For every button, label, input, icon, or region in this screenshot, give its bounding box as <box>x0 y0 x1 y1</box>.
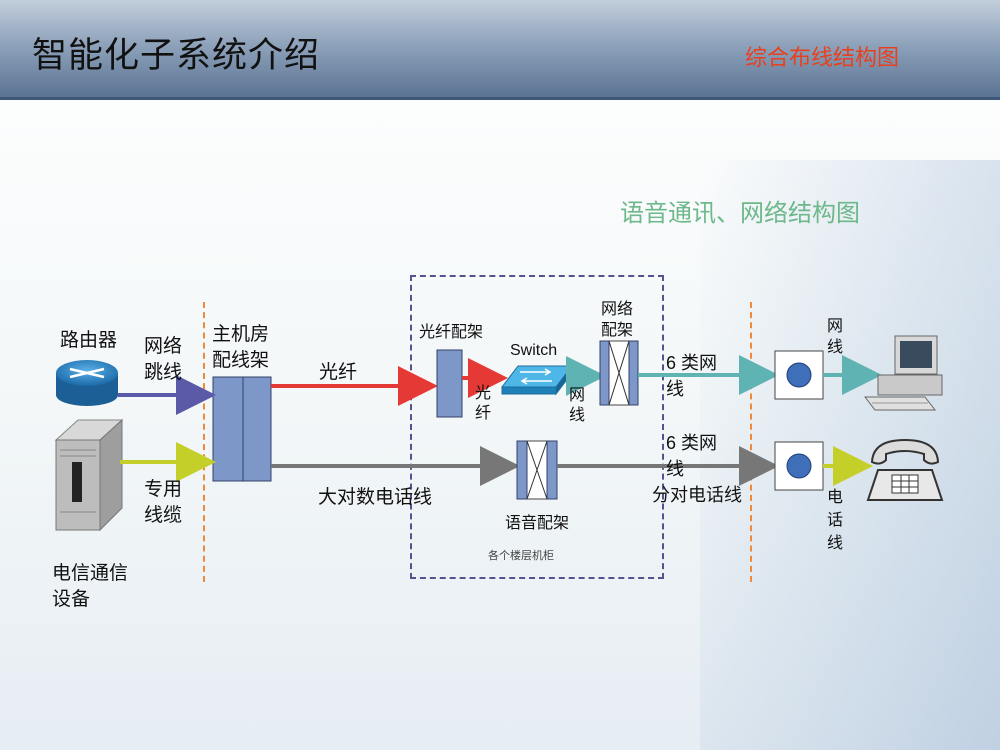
header-divider <box>0 97 1000 100</box>
fiber-panel <box>436 349 463 418</box>
cat6-bottom-label: 6 类网线 <box>666 433 718 479</box>
network-panel-label: 网络配架 <box>601 301 634 339</box>
page-title: 智能化子系统介绍 <box>32 36 321 76</box>
trunk-cable-label: 大对数电话线 <box>318 487 433 508</box>
pair-cable-label: 分对电话线 <box>652 485 742 505</box>
fiber-line-label: 光纤 <box>319 362 358 383</box>
outlet-icon <box>774 441 824 491</box>
net-end-label: 网线 <box>827 318 844 356</box>
fiber-panel-label: 光纤配架 <box>419 324 484 341</box>
floor-cabinet-box <box>410 275 664 579</box>
cabinet-label: 各个楼层机柜 <box>488 550 554 562</box>
fiber-short-label: 光纤 <box>475 385 492 422</box>
switch-label: Switch <box>510 342 558 359</box>
router-label: 路由器 <box>60 330 118 351</box>
voice-panel <box>516 440 558 500</box>
voice-panel-label: 语音配架 <box>505 515 570 532</box>
router-icon <box>56 360 118 406</box>
telephone-icon <box>866 438 944 501</box>
network-jumper-label: 网络跳线 <box>144 336 183 383</box>
outlet-icon <box>774 350 824 400</box>
computer-icon <box>863 335 943 411</box>
telecom-device-label: 电信通信设备 <box>52 563 129 610</box>
main-rack <box>212 376 272 482</box>
main-rack-label: 主机房配线架 <box>212 324 270 371</box>
page-subtitle: 综合布线结构图 <box>745 46 900 71</box>
diagram-heading: 语音通讯、网络结构图 <box>620 200 860 227</box>
cat6-top-label: 6 类网线 <box>666 353 718 399</box>
net-short-label: 网线 <box>569 387 586 424</box>
telecom-server-icon <box>54 418 124 532</box>
header-bar <box>0 0 1000 97</box>
network-panel <box>599 340 639 406</box>
dedicated-cable-label: 专用线缆 <box>144 479 183 526</box>
phone-end-label: 电话线 <box>827 489 844 552</box>
divider-right <box>750 302 752 582</box>
switch-icon <box>500 364 574 396</box>
